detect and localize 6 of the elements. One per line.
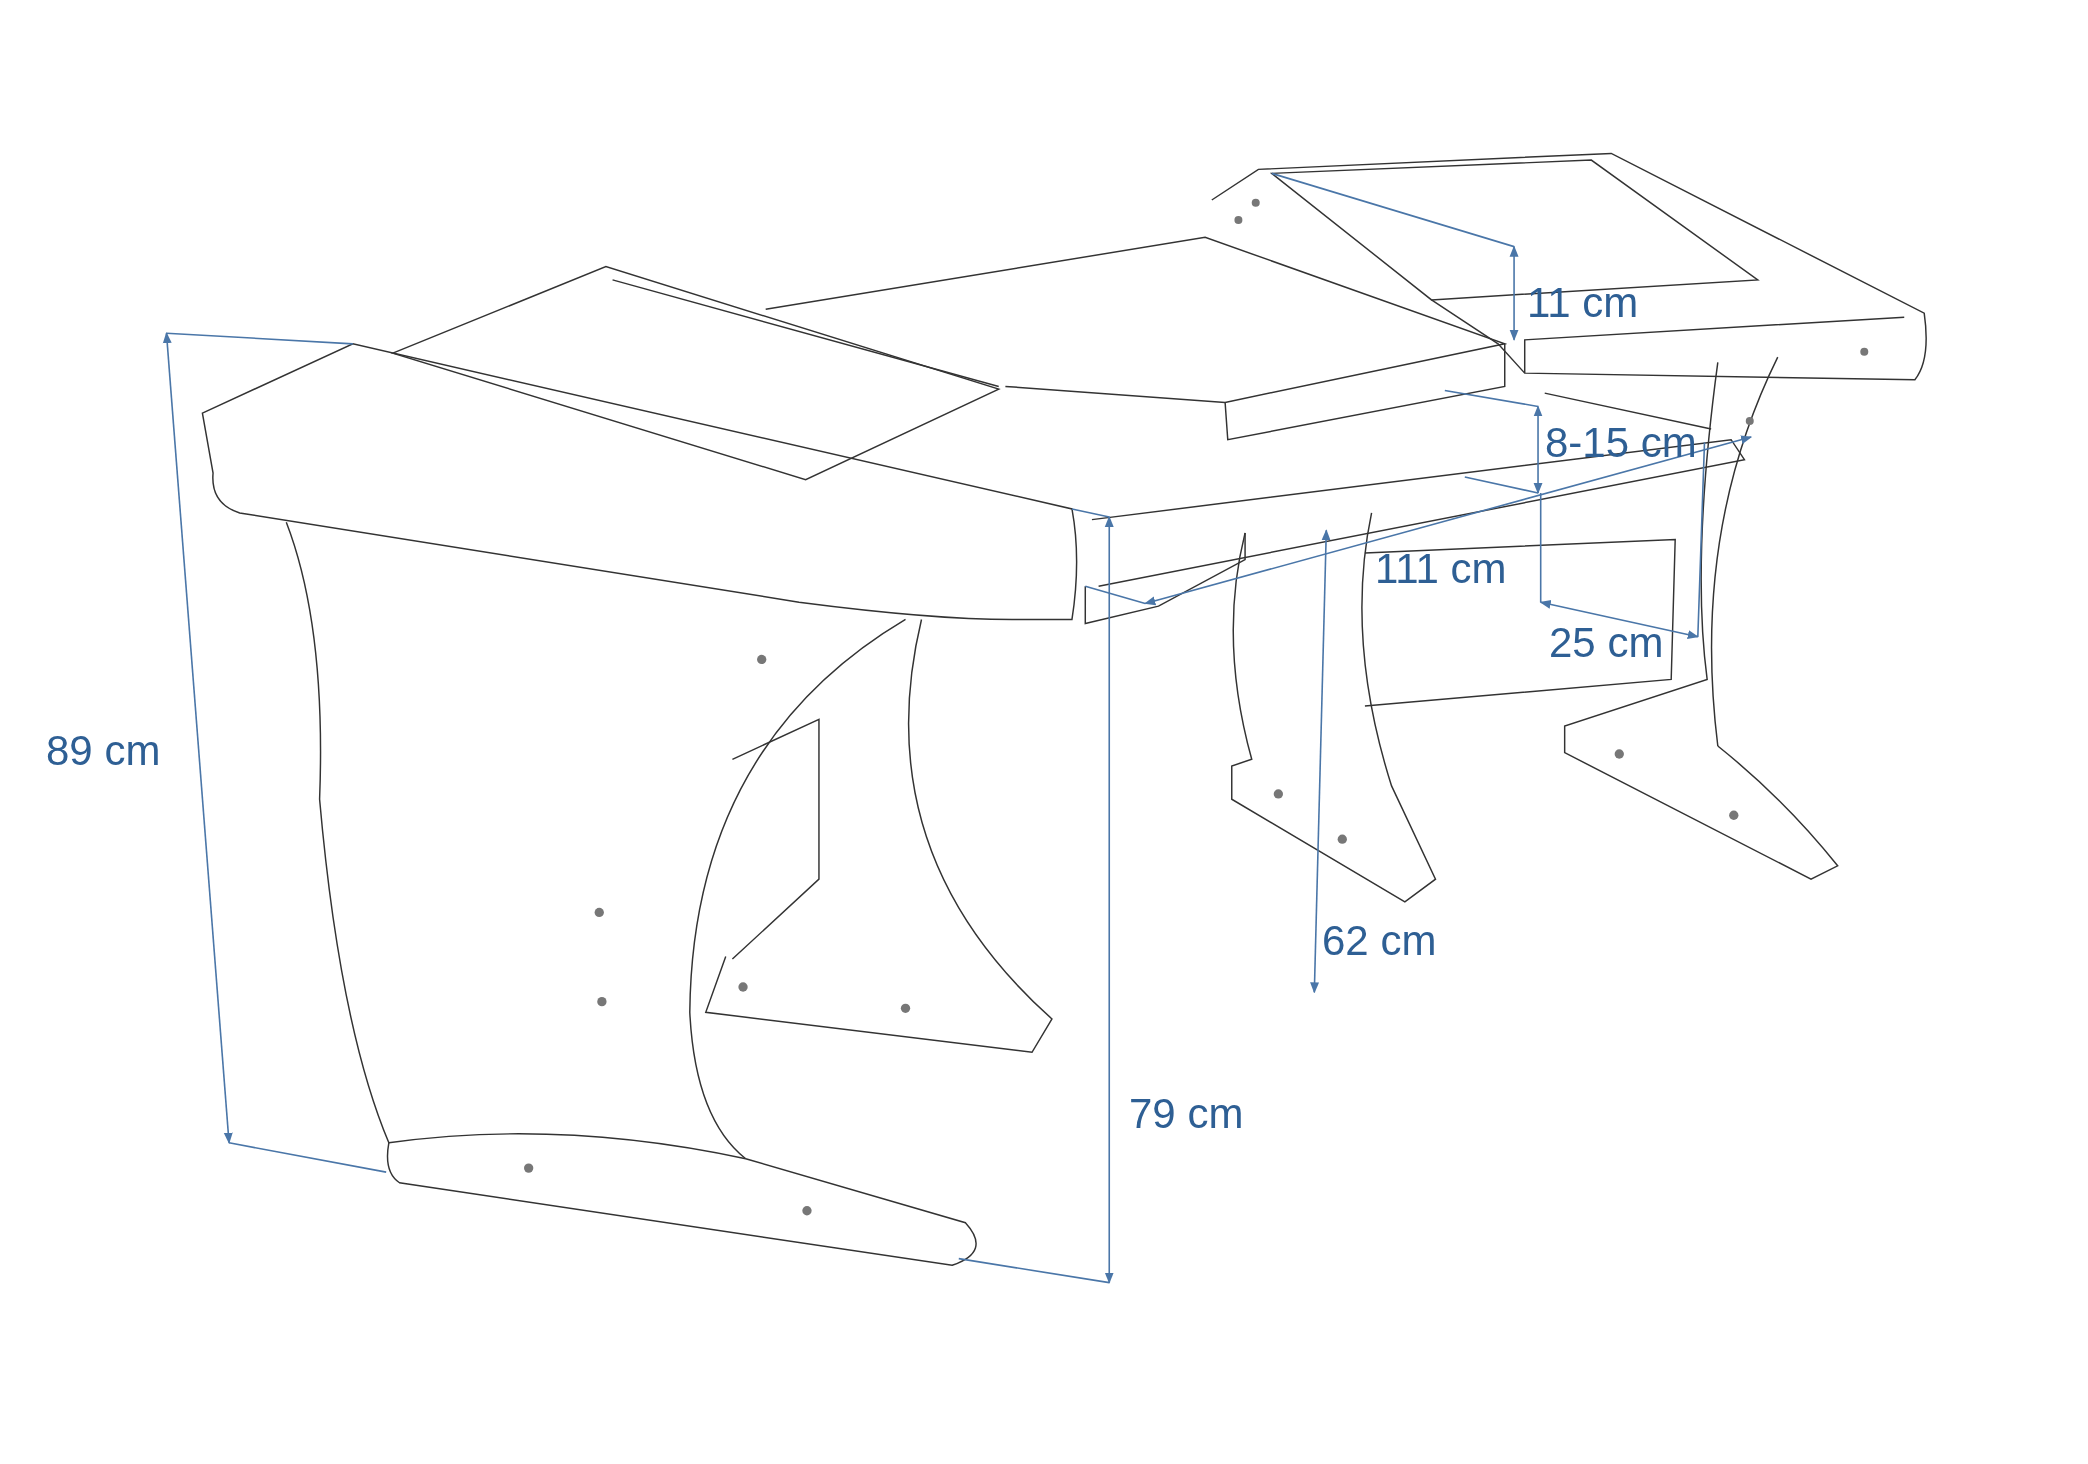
dimension-label: 79 cm bbox=[1129, 1093, 1244, 1135]
dimension-label: 62 cm bbox=[1322, 920, 1437, 962]
dimension-label: 111 cm bbox=[1375, 548, 1507, 590]
dimension-label: 89 cm bbox=[46, 730, 161, 772]
dimension-label: 25 cm bbox=[1549, 622, 1664, 664]
dimension-label: 11 cm bbox=[1527, 282, 1639, 324]
